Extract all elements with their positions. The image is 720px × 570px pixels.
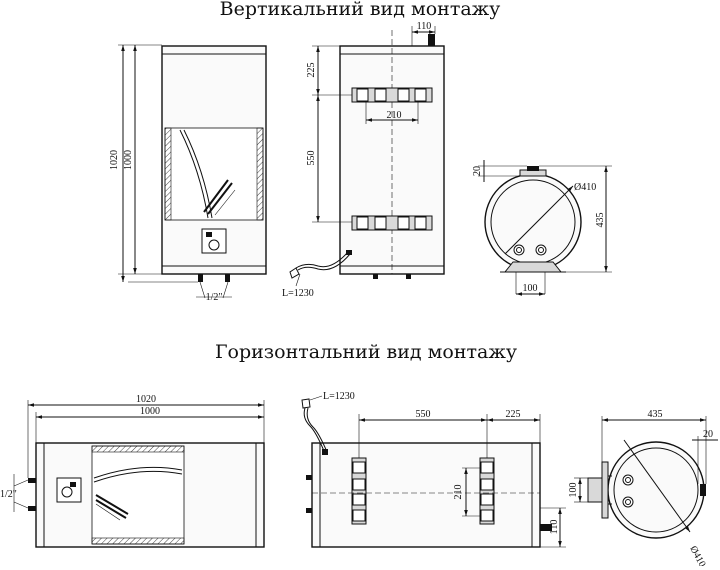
power-cable: [295, 251, 349, 269]
tank-circle-horizontal: [607, 441, 705, 539]
bracket-spacing-label-horizontal: 550: [416, 409, 431, 420]
diameter-label-horizontal: Ø410: [687, 544, 707, 566]
thermostat-knob-icon: [61, 486, 73, 498]
pipe-outlet: [225, 274, 230, 282]
top-width-label: 110: [417, 21, 432, 32]
side-offset-label: 20: [472, 166, 483, 176]
vertical-side-view: Ø410 20 435 100: [472, 160, 612, 296]
tank-circle: [484, 173, 582, 271]
depth-label-horizontal: 435: [648, 409, 663, 420]
pipe-size-label: 1/2": [206, 292, 223, 303]
side-offset-label-horizontal: 225: [506, 409, 521, 420]
height-body-label: 1000: [123, 150, 134, 170]
pipe-port-icon: [622, 474, 634, 486]
cable-length-label-horizontal: L=1230: [323, 391, 355, 402]
height-total-label: 1020: [109, 150, 120, 170]
edge-offset-label: 110: [549, 520, 560, 535]
length-body-label: 1000: [140, 406, 160, 417]
vertical-back-view: 110 210 225 550 L=1230: [282, 21, 445, 299]
side-offset-label-horizontal-view: 20: [703, 429, 713, 440]
base-width-label: 100: [523, 283, 538, 294]
title-horizontal: Горизонтальний вид монтажу: [215, 341, 517, 363]
top-offset-label: 225: [306, 63, 317, 78]
cable-length-label: L=1230: [282, 288, 314, 299]
bracket-spacing-label: 550: [306, 151, 317, 166]
vertical-front-view: 1/2" 1020 1000: [109, 44, 267, 303]
mounting-stand: [503, 261, 563, 273]
base-width-label-horizontal: 100: [568, 483, 579, 498]
title-vertical: Вертикальний вид монтажу: [220, 0, 501, 20]
pipe-size-label-horizontal: 1/2": [0, 489, 17, 500]
horizontal-back-view: L=1230 550 225 210 110: [301, 391, 566, 548]
depth-label: 435: [595, 213, 606, 228]
diameter-label: Ø410: [574, 182, 596, 193]
bracket-width-label-horizontal: 210: [453, 485, 464, 500]
power-cable-horizontal: [303, 407, 325, 452]
pipe-inlet: [198, 274, 203, 282]
mounting-stand-horizontal: [587, 477, 603, 503]
wall-mount-plate: [601, 461, 609, 519]
length-total-label: 1020: [136, 394, 156, 405]
horizontal-side-view: Ø410 435 20 100: [568, 409, 718, 569]
horizontal-front-view: 1/2" 1020 1000: [0, 394, 265, 548]
pipe-port-icon: [513, 244, 525, 256]
heater-body-horizontal-back: [311, 442, 541, 548]
thermostat-knob-icon: [208, 239, 220, 251]
pipe-port-icon: [622, 496, 634, 508]
bracket-width-label: 210: [387, 110, 402, 121]
pipe-port-icon: [535, 244, 547, 256]
cutaway-window-horizontal: [91, 445, 185, 545]
lower-bracket: [351, 215, 433, 231]
